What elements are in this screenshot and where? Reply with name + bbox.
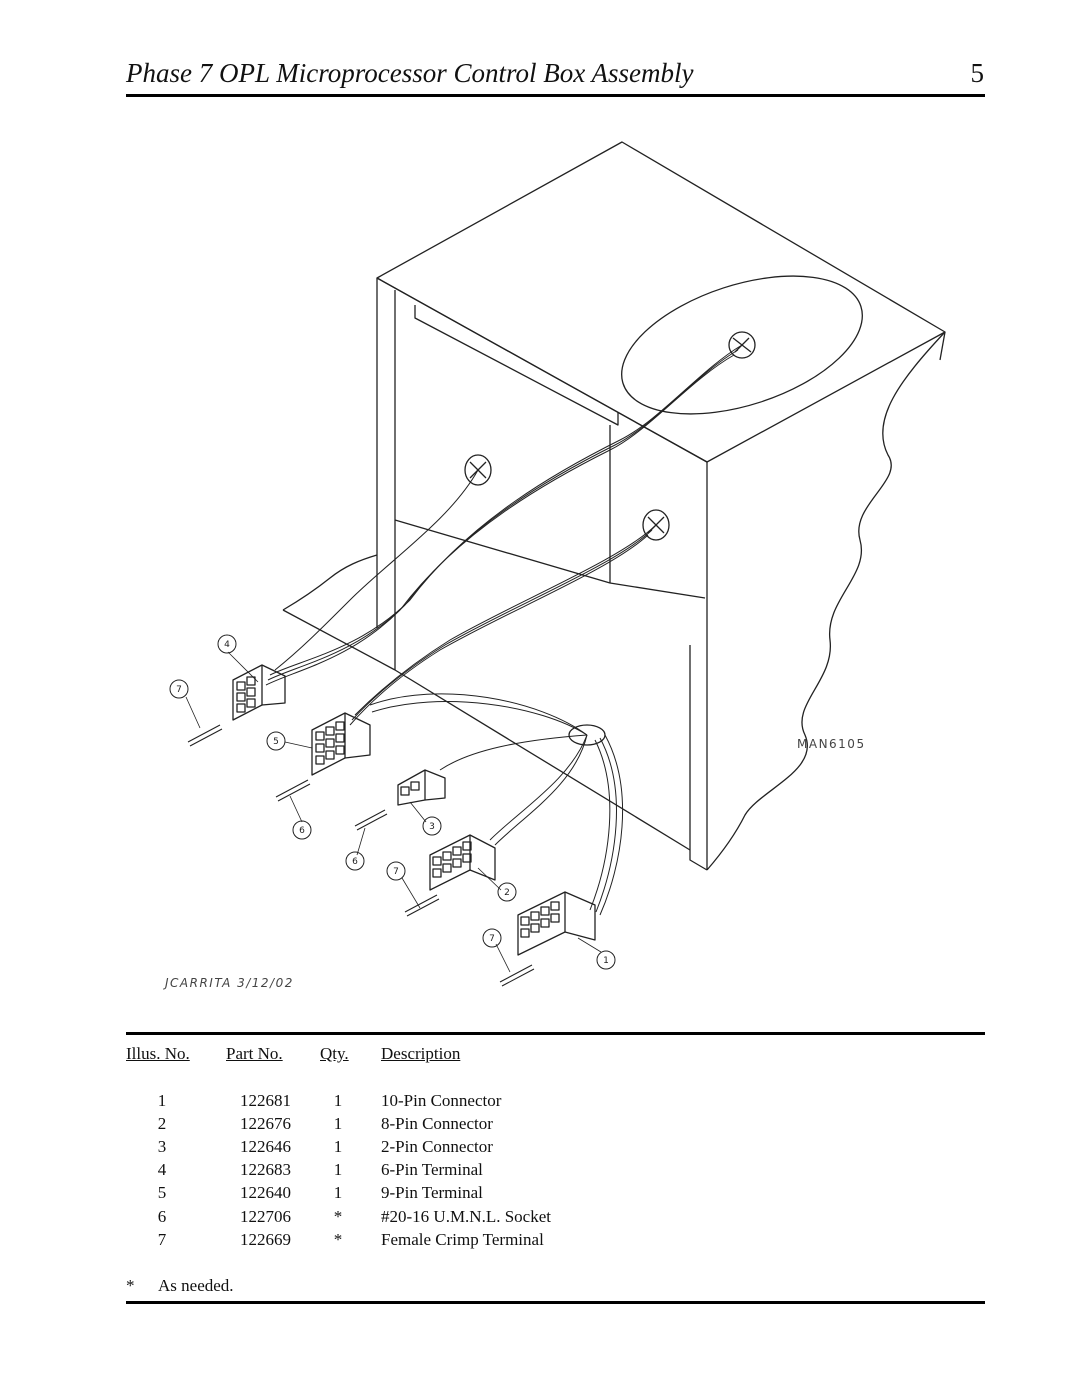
row-part: 122676	[240, 1114, 291, 1133]
footnote-symbol: *	[126, 1276, 135, 1295]
terminal-pins	[187, 724, 535, 987]
row-qty: *	[333, 1230, 343, 1249]
top-opening	[621, 275, 863, 415]
row-qty: 1	[333, 1137, 343, 1156]
row-illus: 3	[157, 1137, 167, 1156]
row-part: 122640	[240, 1183, 291, 1202]
row-part: 122669	[240, 1230, 291, 1249]
page-title: Phase 7 OPL Microprocessor Control Box A…	[126, 58, 694, 88]
row-illus: 6	[157, 1207, 167, 1226]
footer-rule	[126, 1301, 985, 1304]
row-qty: *	[333, 1207, 343, 1226]
row-part: 122646	[240, 1137, 291, 1156]
row-qty: 1	[333, 1091, 343, 1110]
callout-6: 6	[299, 826, 305, 836]
row-part: 122683	[240, 1160, 291, 1179]
wall-profile	[706, 331, 946, 871]
footnote-text: As needed.	[158, 1276, 234, 1295]
row-qty: 1	[333, 1114, 343, 1133]
base-plate	[282, 554, 378, 611]
callout-3: 3	[429, 822, 435, 832]
row-desc: 2-Pin Connector	[381, 1137, 493, 1156]
row-desc: 10-Pin Connector	[381, 1091, 502, 1110]
row-illus: 4	[157, 1160, 167, 1179]
row-qty: 1	[333, 1160, 343, 1179]
wire-harness	[265, 344, 743, 916]
col-header-desc: Description	[381, 1044, 461, 1063]
callout-1: 1	[603, 956, 609, 966]
col-header-illus: Illus. No.	[126, 1044, 190, 1063]
row-part: 122706	[240, 1207, 291, 1226]
row-part: 122681	[240, 1091, 291, 1110]
footnote: * As needed.	[126, 1276, 234, 1296]
col-header-part: Part No.	[226, 1044, 283, 1063]
row-illus: 5	[157, 1183, 167, 1202]
callout-circles	[169, 634, 616, 970]
callout-2: 2	[504, 888, 510, 898]
row-illus: 1	[157, 1091, 167, 1110]
drawing-number: MAN6105	[797, 737, 866, 751]
callout-6: 6	[352, 857, 358, 867]
callout-7: 7	[176, 685, 182, 695]
connector-8pin	[429, 834, 496, 891]
callout-4: 4	[224, 640, 230, 650]
row-qty: 1	[333, 1183, 343, 1202]
row-desc: #20-16 U.M.N.L. Socket	[381, 1207, 551, 1226]
grommet-left	[464, 454, 492, 486]
page-number: 5	[970, 58, 985, 88]
grommet-upper	[728, 331, 756, 359]
row-desc: Female Crimp Terminal	[381, 1230, 544, 1249]
assembly-diagram: 4 7 5 6 3 6 7 2 7 1 MAN6105 JCARRITA 3/1…	[163, 141, 946, 990]
col-header-qty: Qty.	[320, 1044, 349, 1063]
row-illus: 2	[157, 1114, 167, 1133]
callout-7: 7	[489, 934, 495, 944]
grommet-right	[642, 509, 670, 541]
connector-6pin	[232, 664, 286, 721]
row-illus: 7	[157, 1230, 167, 1249]
box-top-surface	[376, 141, 946, 463]
header-rule	[126, 94, 985, 97]
row-desc: 8-Pin Connector	[381, 1114, 493, 1133]
drafter-stamp: JCARRITA 3/12/02	[163, 976, 294, 990]
row-desc: 6-Pin Terminal	[381, 1160, 483, 1179]
connector-2pin	[397, 769, 446, 806]
connector-9pin	[311, 712, 371, 776]
callout-7: 7	[393, 867, 399, 877]
connector-10pin	[517, 891, 596, 956]
row-desc: 9-Pin Terminal	[381, 1183, 483, 1202]
callout-5: 5	[273, 737, 279, 747]
callout-labels: 4 7 5 6 3 6 7 2 7 1	[176, 640, 609, 966]
table-top-rule	[126, 1032, 985, 1035]
